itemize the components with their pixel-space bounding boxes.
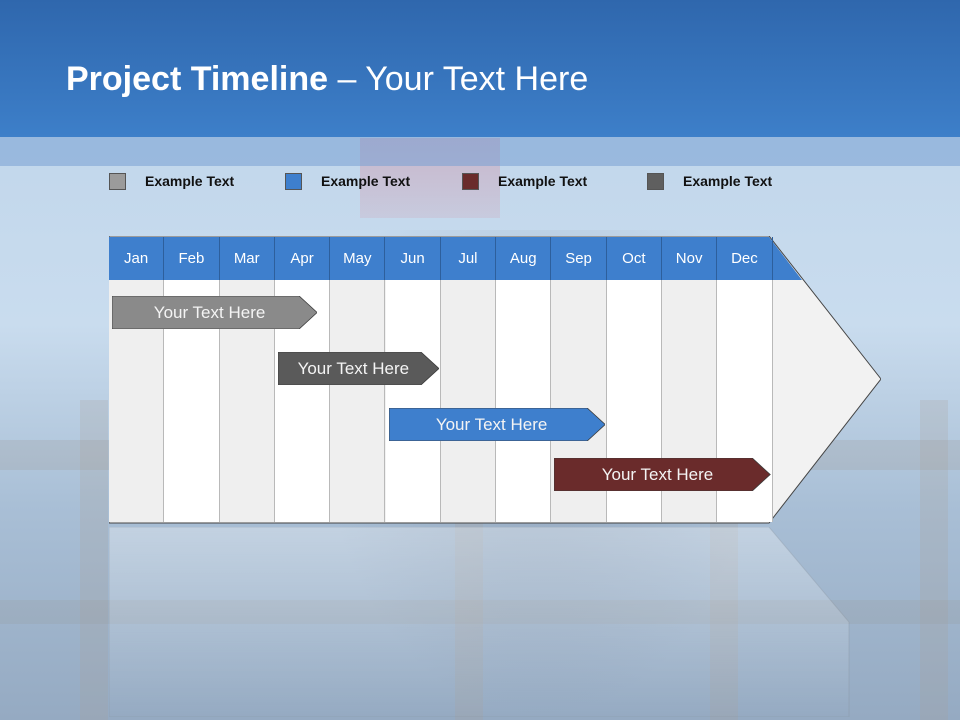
task-bar-label: Your Text Here <box>153 302 266 322</box>
task-bar-label: Your Text Here <box>297 358 410 378</box>
month-column <box>385 280 441 522</box>
task-bar-label: Your Text Here <box>435 414 548 434</box>
month-header-oct: Oct <box>607 237 662 280</box>
slide-title[interactable]: Project Timeline – Your Text Here <box>66 60 588 99</box>
month-header-sep: Sep <box>551 237 607 280</box>
title-band <box>0 0 960 137</box>
slide-title-bold: Project Timeline <box>66 60 329 98</box>
legend-swatch <box>647 172 664 190</box>
month-header-jun: Jun <box>386 237 441 280</box>
task-bar-arrow <box>554 458 771 491</box>
timeline-task-bar[interactable]: Your Text Here <box>554 458 771 491</box>
timeline-task-bar[interactable]: Your Text Here <box>277 352 439 385</box>
month-header-aug: Aug <box>496 237 552 280</box>
legend-label: Example Text <box>321 173 411 189</box>
month-header-mar: Mar <box>220 237 275 280</box>
legend-item[interactable]: Example Text <box>109 170 234 192</box>
timeline-reflection <box>109 527 850 717</box>
month-header-may: May <box>330 237 386 280</box>
timeline-task-bar[interactable]: Your Text Here <box>388 408 605 441</box>
background-photo-post <box>920 400 948 720</box>
month-column <box>496 280 552 522</box>
legend-swatch <box>109 172 126 190</box>
month-header-dec: Dec <box>717 237 773 280</box>
legend-label: Example Text <box>145 173 235 189</box>
background-photo-post <box>80 400 108 720</box>
legend-label: Example Text <box>683 173 773 189</box>
title-band-strip <box>0 137 960 166</box>
month-header-feb: Feb <box>164 237 220 280</box>
legend-swatch <box>285 172 302 190</box>
month-column <box>330 280 386 522</box>
legend-item[interactable]: Example Text <box>462 170 587 192</box>
task-bar-arrow <box>388 408 605 441</box>
month-header-apr: Apr <box>275 237 331 280</box>
legend-swatch <box>462 172 479 190</box>
legend-label: Example Text <box>498 173 588 189</box>
month-header-nov: Nov <box>662 237 718 280</box>
legend-item[interactable]: Example Text <box>647 170 772 192</box>
task-bar-label: Your Text Here <box>601 464 714 484</box>
slide-title-rest: – Your Text Here <box>328 60 589 98</box>
month-header-jul: Jul <box>441 237 497 280</box>
timeline-task-bar[interactable]: Your Text Here <box>112 296 318 329</box>
task-bar-arrow <box>277 352 439 385</box>
task-bar-arrow <box>112 296 318 329</box>
month-header-jan: Jan <box>109 237 165 280</box>
month-column <box>440 280 497 522</box>
legend-item[interactable]: Example Text <box>285 170 410 192</box>
